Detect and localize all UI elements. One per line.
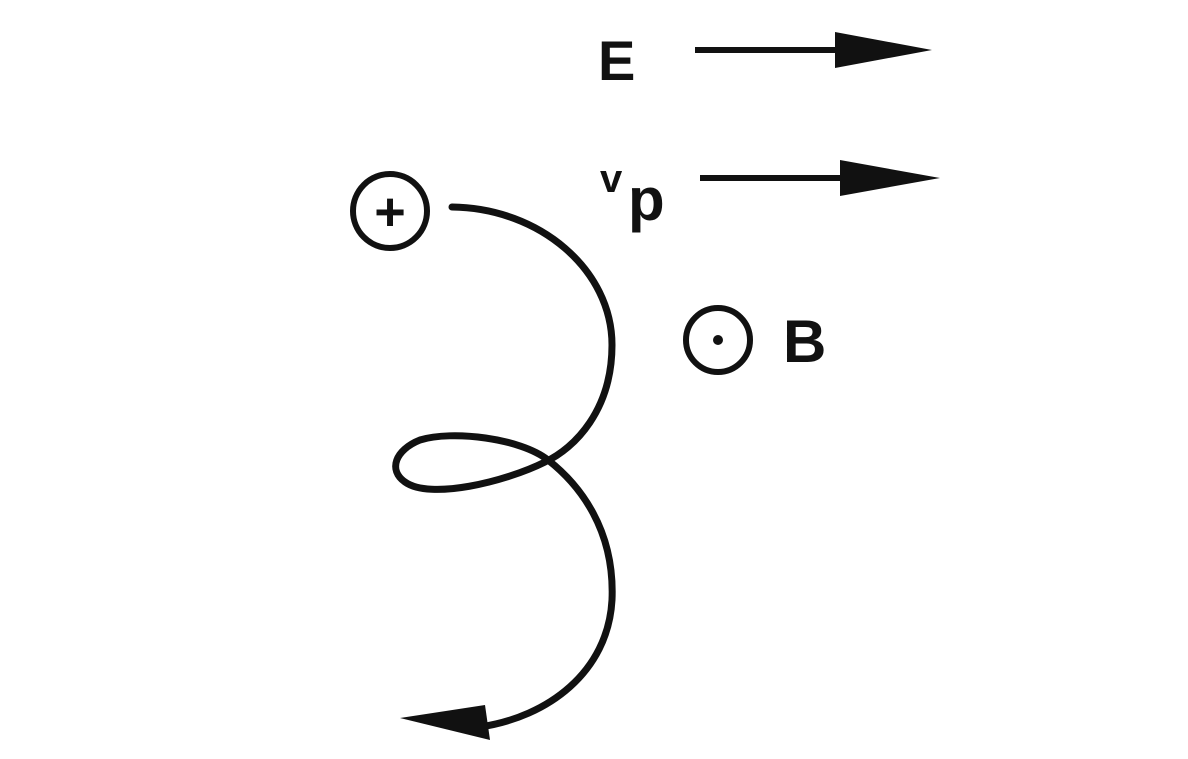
velocity-subscript: p — [628, 166, 665, 233]
particle-trajectory — [392, 203, 616, 731]
magnetic-field-label: B — [783, 308, 826, 375]
charge-sign: + — [374, 182, 406, 242]
velocity-symbol: v — [600, 157, 623, 201]
drift-velocity-label: v p — [600, 157, 665, 233]
drift-velocity-arrow — [700, 160, 940, 196]
trajectory-arrowhead — [400, 705, 490, 740]
positive-charge-icon: + — [350, 171, 430, 251]
magnetic-field-out-of-page-icon — [683, 305, 753, 375]
electric-field-label: E — [598, 29, 635, 92]
electric-field-arrow — [695, 32, 932, 68]
